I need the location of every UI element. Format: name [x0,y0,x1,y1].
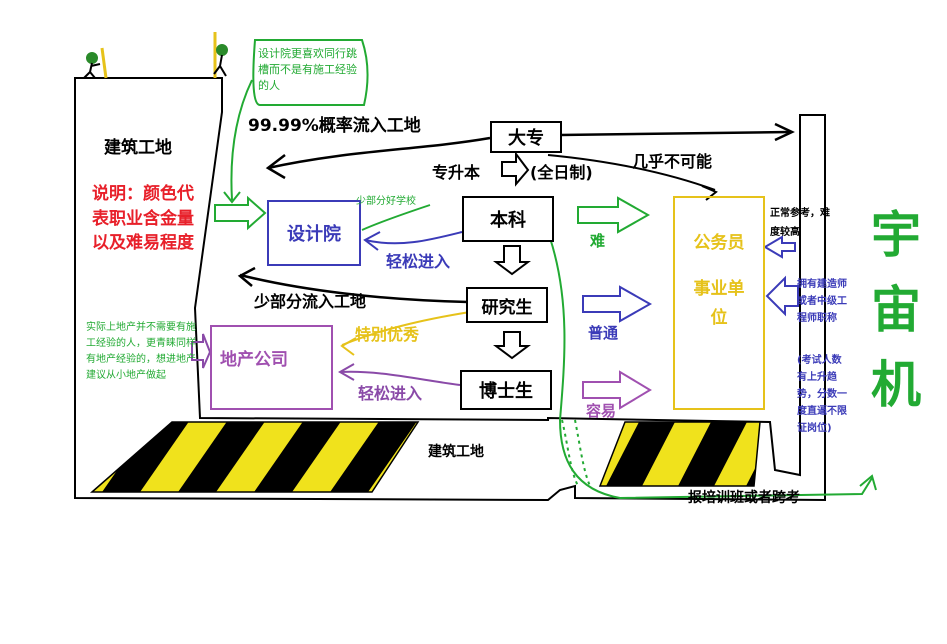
small-school-label: 少部分好学校 [356,196,416,207]
degree-graduate: 研究生 [466,287,548,323]
arrow-to-real-estate [191,333,212,369]
impossible-label: 几乎不可能 [632,152,713,171]
arrow-hard [577,196,651,234]
bubble-tail-head [223,191,241,204]
universe-label: 宇宙机 [871,206,921,414]
arrow-normal-exam [763,235,796,259]
training-label: 报培训班或者跨考 [688,490,800,506]
down-arrow-benke [493,245,531,276]
real-estate-box: 地产公司 [210,325,333,410]
down-arrow-upgrade [501,151,530,187]
curve-impossible [547,154,716,191]
hazard-stripes-left [92,422,418,492]
down-arrow-graduate [493,331,531,360]
difficulty-easy: 容易 [586,402,617,420]
special-label: 特别优秀 [355,325,420,344]
degree-benke: 本科 [462,196,554,242]
arrow-to-design-institute [214,195,267,231]
color-note: 说明：颜色代表职业含金量以及难易程度 [92,184,194,254]
difficulty-normal: 普通 [588,324,619,342]
arrow-easy [582,370,652,410]
percent-flow-label: 99.99%概率流入工地 [248,116,421,136]
design-institute-box: 设计院 [267,200,361,266]
fulltime-label: (全日制) [530,163,593,182]
upgrade-label: 专升本 [432,163,481,182]
note-trend: (考试人数有上升趋势，分数一度直逼不限证岗位) [797,355,847,434]
curve-graduate-to-site [239,273,469,304]
curve-to-site-left [559,130,791,137]
stick-figure-left [83,47,108,79]
difficulty-hard: 难 [590,232,606,250]
minor-flow-label: 少部分流入工地 [254,292,367,311]
site-title-top: 建筑工地 [104,138,172,158]
note-certified: 拥有建造师或者中级工程师职称 [797,279,847,324]
arrow-normal [582,285,653,323]
curve-easy-realestate [339,370,461,386]
path-training-dotted [561,419,579,487]
curve-easy-design [364,231,463,245]
bubble-tail [230,79,253,201]
hazard-stripes-right [600,422,760,486]
path-training-long [549,237,873,500]
hazard-right-border [598,421,761,487]
easy-design-label: 轻松进入 [386,252,451,271]
curve-small-school [361,204,431,231]
bubble-text: 设计院更喜欢同行跳槽而不是有施工经验的人 [258,47,357,92]
civil-service-line2: 事业单位 [693,279,745,328]
path-training-dotted-2 [574,419,591,487]
stick-figure-right [213,32,228,78]
hazard-left-border [90,421,420,493]
degree-dazhuan: 大专 [490,121,562,153]
site-title-bottom: 建筑工地 [428,444,484,460]
easy-realestate-label: 轻松进入 [358,384,423,403]
real-estate-note: 实际上地产并不需要有施工经验的人，更青睐同样有地产经验的，想进地产建议从小地产做… [86,322,196,381]
curve-dazhuan-to-site [267,136,491,170]
arrow-certified [765,275,799,317]
bubble-outline [252,39,369,106]
degree-phd: 博士生 [460,370,552,410]
curve-special [341,311,471,346]
civil-service-line1: 公务员 [693,233,745,253]
note-normal-exam: 正常参考，难度较高 [770,208,830,238]
civil-service-box: 公务员 事业单位 [673,196,765,410]
site-outline [74,77,826,502]
